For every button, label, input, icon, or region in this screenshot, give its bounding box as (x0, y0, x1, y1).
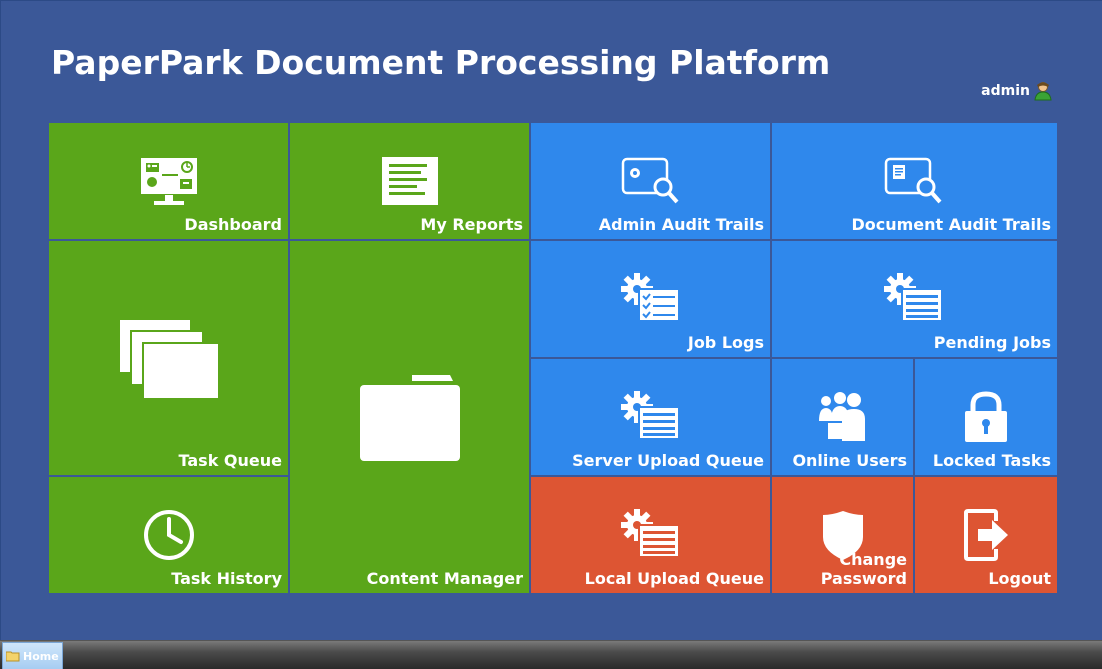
job-logs-tile[interactable]: Job Logs (531, 241, 770, 357)
users-icon (819, 392, 865, 441)
task-history-label: Task History (171, 569, 282, 588)
clock-icon (144, 510, 194, 560)
username: admin (981, 83, 1030, 99)
stacked-pages-icon (118, 318, 220, 400)
home-label: Home (23, 649, 59, 663)
gear-list-icon (621, 509, 680, 558)
locked-tasks-label: Locked Tasks (932, 451, 1051, 470)
task-history-tile[interactable]: Task History (49, 477, 288, 593)
taskbar: Home (0, 640, 1102, 669)
document-search-icon (884, 157, 942, 204)
local-upload-queue-label: Local Upload Queue (584, 569, 764, 588)
dashboard-icon (141, 158, 197, 205)
document-audit-trails-tile[interactable]: Document Audit Trails (772, 123, 1057, 239)
logout-label: Logout (988, 569, 1051, 588)
folder-icon (360, 375, 460, 461)
task-queue-tile[interactable]: Task Queue (49, 241, 288, 475)
logout-icon (964, 509, 1008, 561)
my-reports-tile[interactable]: My Reports (290, 123, 529, 239)
gear-checklist-icon (621, 273, 680, 322)
page-title: PaperPark Document Processing Platform (51, 43, 831, 82)
change-password-label: Change Password (820, 550, 907, 588)
server-upload-queue-tile[interactable]: Server Upload Queue (531, 359, 770, 475)
my-reports-label: My Reports (420, 215, 523, 234)
lock-icon (965, 391, 1007, 442)
pending-jobs-tile[interactable]: Pending Jobs (772, 241, 1057, 357)
gear-list-icon (621, 391, 680, 440)
online-users-label: Online Users (792, 451, 907, 470)
report-icon (382, 157, 438, 205)
change-password-tile[interactable]: Change Password (772, 477, 913, 593)
online-users-tile[interactable]: Online Users (772, 359, 913, 475)
task-queue-label: Task Queue (178, 451, 282, 470)
local-upload-queue-tile[interactable]: Local Upload Queue (531, 477, 770, 593)
logout-tile[interactable]: Logout (915, 477, 1057, 593)
admin-audit-trails-label: Admin Audit Trails (598, 215, 764, 234)
gear-list-icon (884, 273, 943, 322)
home-button[interactable]: Home (2, 642, 63, 669)
user-icon (1034, 82, 1052, 101)
main-screen: PaperPark Document Processing Platform a… (0, 0, 1102, 640)
admin-audit-trails-tile[interactable]: Admin Audit Trails (531, 123, 770, 239)
folder-icon (6, 651, 20, 661)
dashboard-label: Dashboard (184, 215, 282, 234)
pending-jobs-label: Pending Jobs (933, 333, 1051, 352)
content-manager-label: Content Manager (366, 569, 523, 588)
locked-tasks-tile[interactable]: Locked Tasks (915, 359, 1057, 475)
job-logs-label: Job Logs (687, 333, 764, 352)
content-manager-tile[interactable]: Content Manager (290, 241, 529, 593)
user-indicator[interactable]: admin (981, 81, 1052, 101)
document-audit-trails-label: Document Audit Trails (851, 215, 1051, 234)
audit-search-icon (621, 157, 679, 204)
server-upload-queue-label: Server Upload Queue (572, 451, 764, 470)
dashboard-tile[interactable]: Dashboard (49, 123, 288, 239)
shield-icon (823, 511, 863, 560)
